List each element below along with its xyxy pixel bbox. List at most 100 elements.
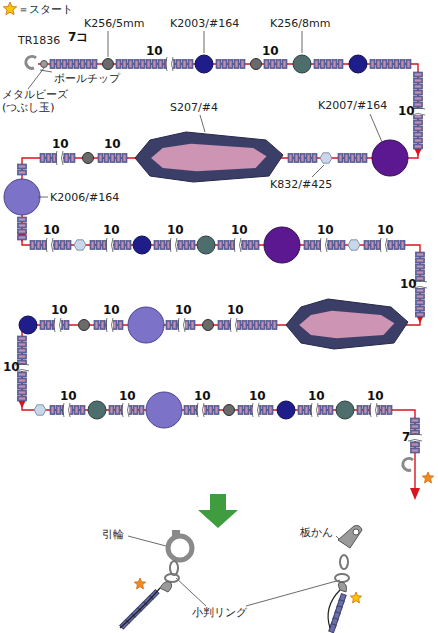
tube-bead-core bbox=[372, 61, 374, 67]
tube-bead bbox=[400, 60, 405, 69]
bead-count: 10 bbox=[227, 304, 244, 317]
tube-bead-core bbox=[128, 242, 130, 248]
tube-bead bbox=[416, 294, 425, 299]
tube-bead-core bbox=[415, 74, 421, 76]
tube-bead-core bbox=[278, 61, 280, 67]
tube-bead bbox=[18, 235, 27, 240]
tube-bead bbox=[224, 241, 229, 250]
tube-bead-core bbox=[19, 380, 25, 382]
tube-bead-core bbox=[417, 254, 423, 256]
tube-bead-core bbox=[417, 308, 423, 310]
tube-bead-core bbox=[216, 407, 218, 413]
flat-stone-bead-face bbox=[151, 144, 266, 172]
tube-bead-core bbox=[284, 61, 286, 67]
tube-bead bbox=[178, 241, 183, 250]
round-bead bbox=[83, 153, 94, 164]
tube-bead bbox=[18, 354, 27, 359]
tube-bead bbox=[294, 154, 299, 163]
tube-bead-core bbox=[417, 260, 423, 262]
part-label: K2006/#164 bbox=[50, 191, 119, 204]
tube-bead-core bbox=[300, 407, 302, 413]
tube-bead-core bbox=[38, 242, 40, 248]
down-arrow bbox=[198, 494, 238, 528]
tube-bead-core bbox=[62, 242, 64, 248]
tube-bead-core bbox=[111, 407, 113, 413]
tube-bead-core bbox=[135, 407, 137, 413]
tube-bead-core bbox=[250, 242, 252, 248]
tube-bead-core bbox=[226, 242, 228, 248]
break-mark bbox=[380, 238, 388, 252]
tube-bead bbox=[376, 241, 381, 250]
hex-bead bbox=[74, 240, 86, 250]
tube-bead-core bbox=[236, 61, 238, 67]
tube-bead bbox=[216, 60, 221, 69]
bead-count: 10 bbox=[52, 138, 69, 151]
tube-bead-core bbox=[130, 61, 132, 67]
tube-bead bbox=[416, 252, 425, 257]
tube-bead-core bbox=[306, 407, 308, 413]
tube-bead bbox=[94, 321, 99, 330]
tube-bead bbox=[416, 270, 425, 275]
tube-bead bbox=[18, 229, 27, 234]
tube-bead-core bbox=[330, 242, 332, 248]
tube-bead bbox=[115, 406, 120, 415]
tube-bead bbox=[242, 321, 247, 330]
tube-bead-core bbox=[112, 155, 114, 161]
tube-bead bbox=[18, 396, 27, 401]
tube-bead-core bbox=[396, 61, 398, 67]
tube-bead-core bbox=[82, 407, 84, 413]
tube-bead-core bbox=[389, 407, 391, 413]
bead-count: 10 bbox=[367, 390, 384, 403]
tube-bead-core bbox=[136, 61, 138, 67]
round-bead bbox=[195, 55, 213, 73]
tube-bead bbox=[364, 241, 369, 250]
tube-bead-core bbox=[296, 155, 298, 161]
tube-bead bbox=[184, 406, 189, 415]
tube-bead-core bbox=[383, 407, 385, 413]
tube-bead-core bbox=[324, 407, 326, 413]
tube-bead bbox=[228, 60, 233, 69]
tube-bead-core bbox=[58, 61, 60, 67]
tube-bead-core bbox=[415, 80, 421, 82]
tube-bead bbox=[222, 60, 227, 69]
tube-bead-core bbox=[372, 242, 374, 248]
tube-bead-core bbox=[142, 61, 144, 67]
round-bead bbox=[146, 392, 182, 428]
tube-bead bbox=[18, 384, 27, 389]
tube-bead-core bbox=[246, 407, 248, 413]
tube-bead-core bbox=[76, 61, 78, 67]
tube-bead bbox=[298, 406, 303, 415]
tube-bead bbox=[334, 241, 339, 250]
ball-chip bbox=[403, 458, 413, 470]
tube-bead bbox=[80, 406, 85, 415]
tube-bead bbox=[262, 406, 267, 415]
tube-bead-core bbox=[52, 407, 54, 413]
tube-bead-core bbox=[178, 61, 180, 67]
tube-bead-core bbox=[417, 296, 423, 298]
tube-bead-core bbox=[396, 242, 398, 248]
tube-bead-core bbox=[417, 290, 423, 292]
tube-bead bbox=[218, 241, 223, 250]
tube-bead bbox=[146, 60, 151, 69]
tube-bead-core bbox=[58, 407, 60, 413]
tube-bead-core bbox=[19, 172, 25, 174]
tube-bead bbox=[18, 164, 27, 169]
tube-bead-core bbox=[264, 407, 266, 413]
tube-bead bbox=[248, 321, 253, 330]
tube-bead-core bbox=[402, 242, 404, 248]
tube-bead-core bbox=[19, 225, 25, 227]
break-mark bbox=[46, 238, 54, 252]
tube-bead-core bbox=[19, 356, 25, 358]
tube-bead bbox=[18, 342, 27, 347]
round-bead bbox=[349, 55, 367, 73]
part-label: K832/#425 bbox=[270, 178, 332, 191]
tube-bead-core bbox=[106, 155, 108, 161]
tube-bead-core bbox=[19, 231, 25, 233]
tube-bead bbox=[100, 321, 105, 330]
tube-bead-core bbox=[408, 61, 410, 67]
bead-count: 10 bbox=[103, 304, 120, 317]
tube-bead bbox=[190, 241, 195, 250]
tube-bead-core bbox=[364, 155, 366, 161]
part-label: K2003/#164 bbox=[170, 17, 239, 30]
round-bead bbox=[4, 179, 40, 215]
